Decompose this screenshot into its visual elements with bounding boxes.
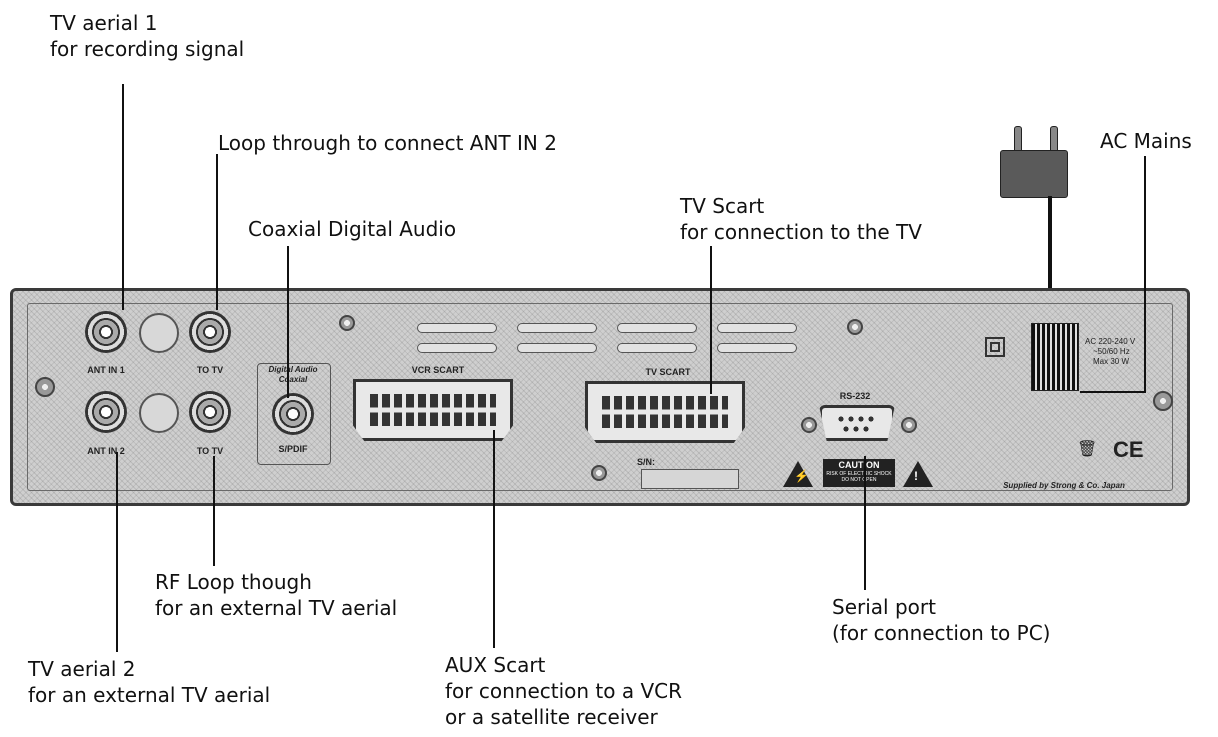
label-sn: S/N: [637,457,655,467]
weee-bin-icon: 🗑 [1077,439,1098,458]
leader-loop-through [216,154,218,310]
vent-1 [417,323,497,333]
callout-tv-aerial-1-line2: for recording signal [50,37,245,61]
label-digital-audio-1: Digital Audio [268,365,318,374]
vent-5 [417,343,497,353]
screw-3 [591,465,607,481]
label-to-tv-top: TO TV [196,365,224,375]
callout-rf-loop-line2: for an external TV aerial [155,596,398,620]
screw-1 [339,315,355,331]
leader-coaxial-audio [287,246,289,398]
power-inlet[interactable] [1031,323,1079,391]
callout-tv-aerial-2: TV aerial 2 for an external TV aerial [28,656,270,708]
callout-aux-scart: AUX Scart for connection to a VCR or a s… [445,652,682,730]
screw-right [1153,391,1173,411]
caution-fine-2: DO NOT OPEN [841,477,877,483]
rs232-screw-right [901,417,917,433]
callout-coaxial-audio: Coaxial Digital Audio [248,216,456,242]
to-tv-top-coax-icon[interactable] [189,311,231,353]
label-ac-rating-2: ~50/60 Hz [1093,347,1130,356]
label-ant-in-2: ANT IN 2 [87,446,125,456]
callout-rf-loop: RF Loop though for an external TV aerial [155,569,397,621]
callout-tv-aerial-1-line1: TV aerial 1 [50,11,158,35]
vcr-scart-connector-icon[interactable] [353,379,513,441]
leader-ac-mains [1144,156,1146,392]
blank-knockout-bottom [139,393,179,433]
callout-tv-scart-line1: TV Scart [680,194,765,218]
label-spdif: S/PDIF [278,444,308,454]
caution-fine-1: RISK OF ELECTRIC SHOCK [826,471,892,477]
caution-title: CAUTION [838,460,880,470]
callout-ac-mains-line1: AC Mains [1100,129,1192,153]
label-to-tv-bottom: TO TV [196,446,224,456]
plug-prong-right [1050,126,1058,152]
vent-8 [717,343,797,353]
digital-audio-frame [257,363,331,465]
spdif-coax-icon[interactable] [272,393,314,435]
screw-left [35,377,55,397]
double-insulation-icon [985,337,1005,357]
vent-2 [517,323,597,333]
label-digital-audio-2: Coaxial [278,375,308,384]
sn-label-box [641,469,739,489]
leader-tv-aerial-2 [116,452,118,652]
callout-tv-aerial-2-line1: TV aerial 2 [28,657,136,681]
vent-7 [617,343,697,353]
label-tv-scart: TV SCART [645,367,691,377]
rs232-screw-left [801,417,817,433]
leader-serial-port [864,456,866,590]
callout-aux-scart-line2: for connection to a VCR [445,679,683,703]
power-plug-icon [1000,150,1068,198]
db9-connector-icon[interactable] [819,405,895,441]
callout-ac-mains: AC Mains [1100,128,1192,154]
callout-loop-through-line1: Loop through to connect ANT IN 2 [218,131,557,155]
callout-tv-aerial-2-line2: for an external TV aerial [28,683,271,707]
callout-tv-scart: TV Scart for connection to the TV [680,193,922,245]
warning-triangle-icon: ⚡ [783,461,813,487]
warning-triangle-icon: ! [903,461,933,487]
callout-aux-scart-line3: or a satellite receiver [445,705,658,729]
label-ac-rating-1: AC 220-240 V [1085,337,1136,346]
leader-tv-aerial-1 [122,84,124,310]
leader-tv-scart [710,246,712,394]
vent-3 [617,323,697,333]
ant-in-1-coax-icon[interactable] [85,311,127,353]
leader-rf-loop [213,456,215,566]
callout-rf-loop-line1: RF Loop though [155,570,312,594]
vent-6 [517,343,597,353]
leader-aux-scart [493,430,495,648]
ant-in-2-coax-icon[interactable] [85,391,127,433]
screw-2 [847,319,863,335]
to-tv-bottom-coax-icon[interactable] [189,391,231,433]
callout-aux-scart-line1: AUX Scart [445,653,546,677]
caution-label: CAUTION RISK OF ELECTRIC SHOCK DO NOT OP… [823,459,895,487]
rear-panel: ANT IN 1 TO TV ANT IN 2 TO TV Digital Au… [10,288,1190,506]
callout-loop-through: Loop through to connect ANT IN 2 [218,130,557,156]
label-rs232: RS-232 [839,391,871,401]
blank-knockout-top [139,313,179,353]
callout-tv-scart-line2: for connection to the TV [680,220,922,244]
callout-serial-port-line1: Serial port [832,595,936,619]
leader-ac-mains-horizontal [1080,391,1146,393]
label-ant-in-1: ANT IN 1 [87,365,125,375]
callout-serial-port: Serial port (for connection to PC) [832,594,1050,646]
label-ac-rating-3: Max 30 W [1093,357,1130,366]
plug-prong-left [1014,126,1022,152]
label-supplied-by: Supplied by Strong & Co. Japan [1003,481,1125,490]
vent-4 [717,323,797,333]
tv-scart-connector-icon[interactable] [585,381,745,443]
label-vcr-scart: VCR SCART [411,365,465,375]
ce-mark-icon: CE [1113,437,1144,462]
callout-tv-aerial-1: TV aerial 1 for recording signal [50,10,244,62]
callout-serial-port-line2: (for connection to PC) [832,621,1051,645]
callout-coaxial-audio-line1: Coaxial Digital Audio [248,217,457,241]
